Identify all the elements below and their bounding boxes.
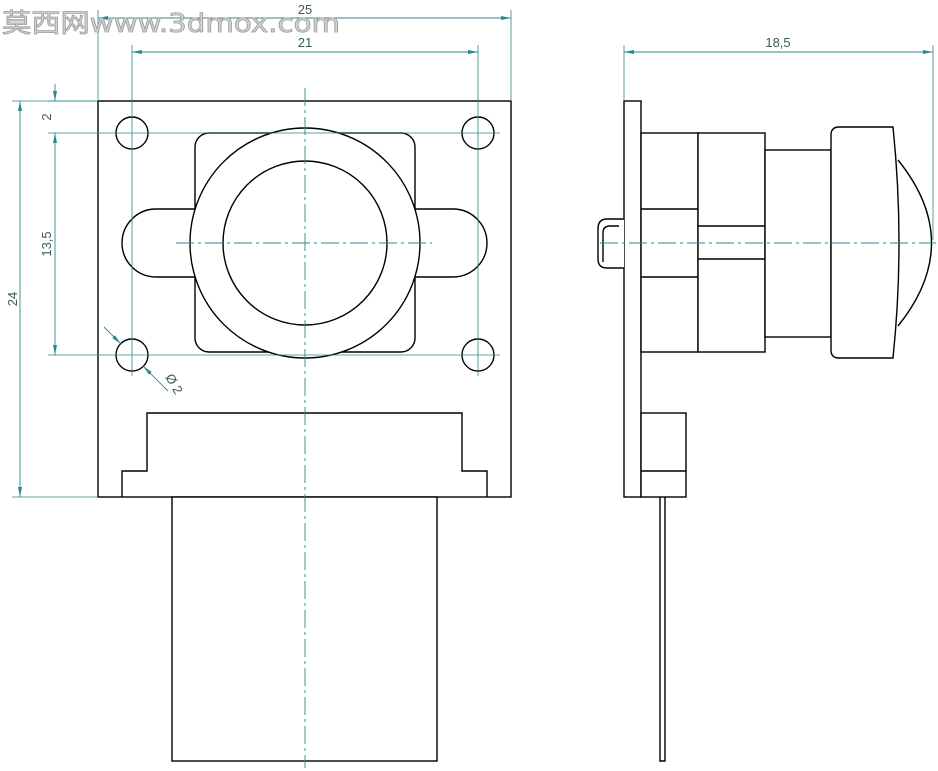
side-plate	[623, 100, 642, 498]
front-view: 25 21 24 2 13,5 Ø 2	[5, 2, 512, 768]
dim-21-label: 21	[298, 35, 312, 50]
connector-block	[121, 412, 488, 497]
lens-holder-block-1	[640, 132, 699, 353]
dim-13-5-label: 13,5	[39, 231, 54, 256]
dim-25-label: 25	[298, 2, 312, 17]
lens-cap-body	[830, 126, 900, 359]
lens-holder-ear-right	[413, 208, 488, 278]
dim-2-label: 2	[39, 113, 54, 120]
lens-holder-block-2	[697, 132, 766, 353]
dim-24-label: 24	[5, 292, 20, 306]
dim-hole-diameter-leader-lower	[142, 365, 169, 392]
lens-holder-ear-left	[121, 208, 197, 278]
watermark-text: 莫西网www.3dmox.com	[2, 9, 340, 39]
ribbon-cable	[171, 496, 438, 762]
side-connector-block	[640, 412, 687, 498]
side-clip	[597, 218, 624, 269]
lens-barrel	[764, 149, 832, 338]
side-clip-detail	[602, 225, 619, 262]
side-view: 18,5	[597, 35, 936, 762]
dim-hole-diameter-leader-upper	[103, 326, 122, 345]
dim-18-5-label: 18,5	[765, 35, 790, 50]
side-ribbon-cable	[659, 497, 666, 762]
